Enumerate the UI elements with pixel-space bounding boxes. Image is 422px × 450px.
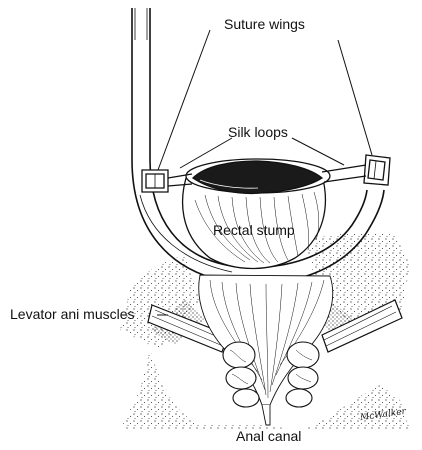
sphincter-lobes-left	[223, 342, 259, 407]
leader-suture-left	[158, 30, 210, 170]
label-rectal-stump: Rectal stump	[213, 222, 295, 238]
sphincter-lobes-right	[286, 342, 319, 407]
suture-wing-right	[322, 155, 390, 185]
leader-silk-right	[292, 138, 344, 165]
label-suture-wings: Suture wings	[224, 16, 305, 32]
label-levator-ani: Levator ani muscles	[10, 306, 135, 322]
label-silk-loops: Silk loops	[228, 124, 288, 140]
label-anal-canal: Anal canal	[236, 428, 301, 444]
rectal-stump	[183, 159, 330, 269]
leader-suture-right	[338, 40, 372, 155]
